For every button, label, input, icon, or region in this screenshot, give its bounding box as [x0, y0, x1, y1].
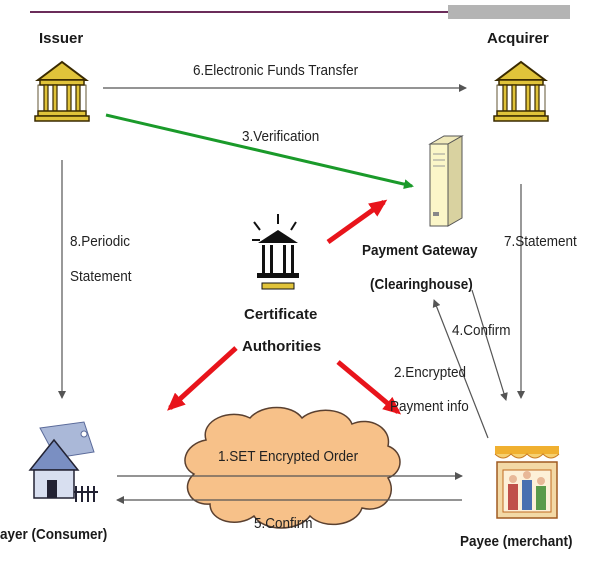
step-4-label: 4.Confirm	[452, 322, 511, 339]
cloud-shape	[184, 406, 401, 529]
payee-label: Payee (merchant)	[460, 533, 573, 550]
payer-label: ayer (Consumer)	[0, 526, 108, 543]
acquirer-label: Acquirer	[487, 30, 549, 47]
step-2-label-line2: Payment info	[390, 398, 469, 415]
ca-label-line2: Authorities	[242, 338, 322, 355]
certificate-authority-icon	[252, 214, 299, 290]
step-2-label-line1: 2.Encrypted	[394, 364, 467, 381]
step-8-label-line1: 8.Periodic	[70, 233, 131, 250]
ca-arrows	[167, 199, 402, 415]
arrow-3-verification	[105, 113, 414, 190]
top-rule	[30, 5, 570, 19]
arrow-2-gateway	[471, 289, 508, 401]
step-8-label-line2: Statement	[70, 268, 132, 285]
house-icon	[28, 421, 98, 502]
step-5-label: 5.Confirm	[254, 515, 313, 532]
acquirer-bank-icon	[493, 61, 549, 122]
server-icon	[428, 135, 464, 227]
step-3-label: 3.Verification	[242, 128, 320, 145]
issuer-bank-icon	[34, 61, 90, 122]
issuer-label: Issuer	[39, 30, 84, 47]
step-7-label: 7.Statement	[504, 233, 577, 250]
shop-icon	[494, 446, 560, 519]
gateway-label-line1: Payment Gateway	[362, 242, 478, 259]
arrow-4-confirm	[432, 299, 489, 439]
step-6-label: 6.Electronic Funds Transfer	[193, 62, 359, 79]
step-1-label: 1.SET Encrypted Order	[218, 448, 359, 465]
ca-label-line1: Certificate	[244, 306, 318, 323]
gateway-label-line2: (Clearinghouse)	[370, 276, 473, 293]
